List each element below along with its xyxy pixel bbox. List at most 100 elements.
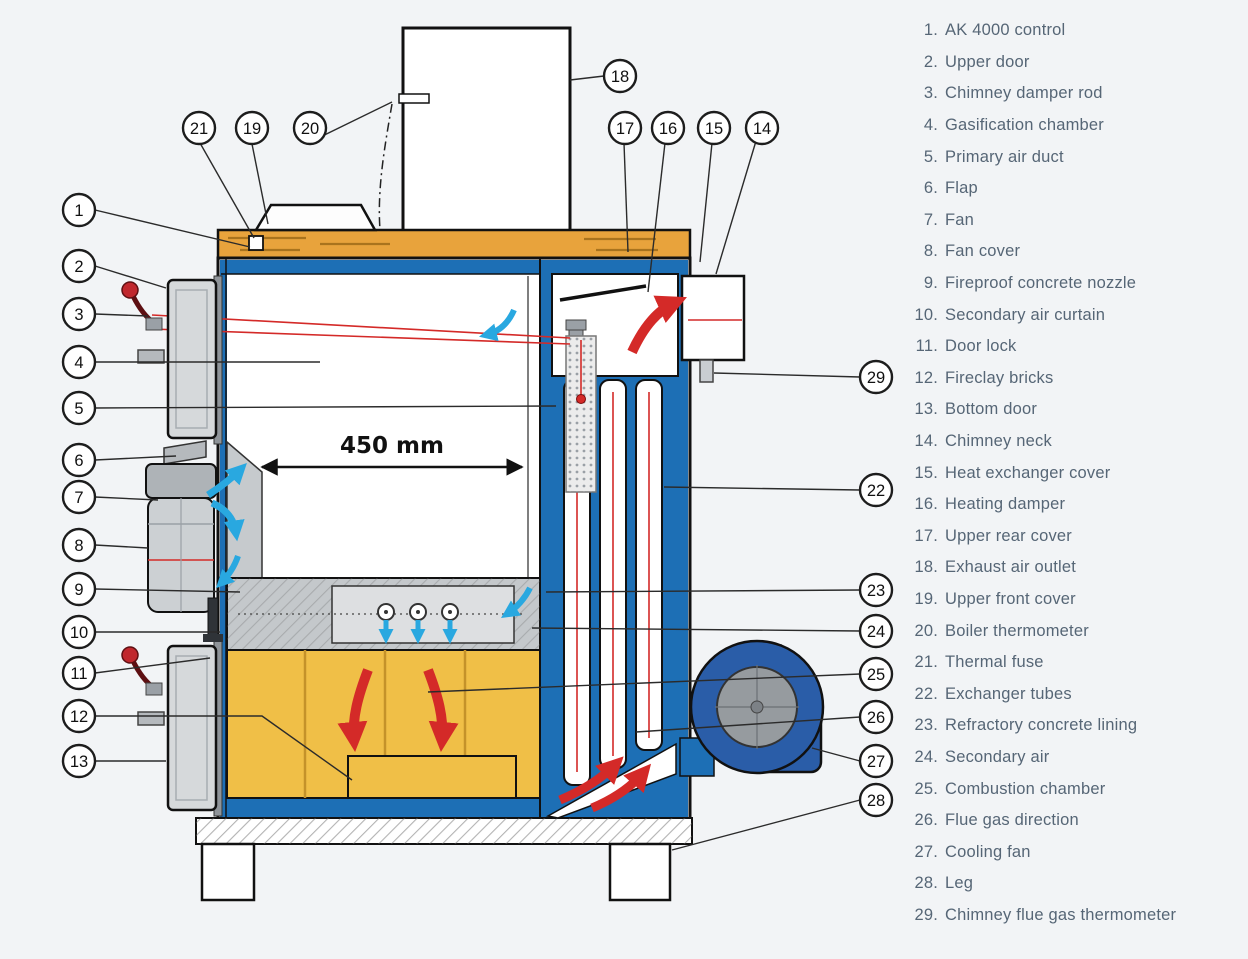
legend-item-label: Door lock <box>945 337 1017 356</box>
secondary-air-arrow-side <box>501 586 533 618</box>
base-hatch <box>196 818 692 844</box>
legend-item-label: Bottom door <box>945 400 1038 419</box>
legend-item-label: Upper door <box>945 52 1030 71</box>
upper-front-cover <box>253 203 378 232</box>
legend-item-label: Boiler thermometer <box>945 621 1089 640</box>
legend-item-number: 9. <box>923 274 938 293</box>
callout-number-14: 14 <box>753 120 771 138</box>
callout-19 <box>234 110 270 146</box>
leg-right <box>608 842 672 902</box>
leader-lines <box>94 75 861 851</box>
legend-item-23: 23.Refractory concrete lining <box>906 710 1246 742</box>
legend-item-number: 5. <box>923 147 938 166</box>
legend-item-16: 16.Heating damper <box>906 489 1246 521</box>
legend-item-27: 27.Cooling fan <box>906 836 1246 868</box>
legend-item-26: 26.Flue gas direction <box>906 805 1246 837</box>
legend-item-number: 22. <box>914 684 938 703</box>
legend-item-number: 12. <box>914 368 938 387</box>
callout-26 <box>858 699 894 735</box>
legend-item-number: 18. <box>914 558 938 577</box>
callout-number-27: 27 <box>867 753 885 771</box>
flue-gas-thermometer <box>699 359 714 383</box>
legend-item-label: Flap <box>945 179 978 198</box>
legend-item-number: 11. <box>915 337 938 356</box>
secondary-air-arrow-top <box>479 308 517 342</box>
callout-27 <box>858 743 894 779</box>
legend-item-number: 6. <box>923 179 938 198</box>
dimension-label: 450 mm <box>340 433 444 459</box>
legend-item-label: Gasification chamber <box>945 116 1104 135</box>
callout-23 <box>858 572 894 608</box>
callout-number-10: 10 <box>70 624 88 642</box>
nozzle-holes <box>377 603 459 621</box>
legend-item-22: 22.Exchanger tubes <box>906 678 1246 710</box>
callout-number-19: 19 <box>243 120 261 138</box>
callout-8 <box>61 527 97 563</box>
top-cover-slab <box>216 228 692 260</box>
wood-grain <box>228 236 658 252</box>
fan <box>145 463 217 499</box>
callout-number-7: 7 <box>74 489 83 507</box>
upper-door-pivot <box>145 317 163 331</box>
legend-item-number: 21. <box>914 653 938 672</box>
callout-17 <box>607 110 643 146</box>
callout-number-13: 13 <box>70 753 88 771</box>
air-arrow-lower <box>215 554 241 589</box>
callout-number-11: 11 <box>70 665 87 683</box>
flame-arrow-left <box>337 668 373 752</box>
legend-item-20: 20.Boiler thermometer <box>906 615 1246 647</box>
callout-number-15: 15 <box>705 120 723 138</box>
legend-item-7: 7.Fan <box>906 205 1246 237</box>
legend-list: 1.AK 4000 control 2. Upper door 3. Chimney d… <box>906 15 1246 931</box>
callout-number-16: 16 <box>659 120 677 138</box>
callout-1 <box>61 192 97 228</box>
legend-item-number: 10. <box>914 305 938 324</box>
callout-11 <box>61 655 97 691</box>
legend-item-2: 2. Upper door <box>906 47 1246 79</box>
legend-item-label: Thermal fuse <box>945 653 1044 672</box>
legend-item-label: Fan cover <box>945 242 1021 261</box>
legend-item-label: Cooling fan <box>945 842 1031 861</box>
upper-door-panel <box>175 289 208 429</box>
legend-item-1: 1.AK 4000 control <box>906 15 1246 47</box>
upper-door-bolt <box>137 349 165 364</box>
thermometer-capillary <box>378 103 393 231</box>
legend-item-19: 19.Upper front cover <box>906 584 1246 616</box>
flow-arrows <box>206 295 687 813</box>
bottom-door-panel <box>175 655 208 801</box>
legend: 1.AK 4000 control 2. Upper door 3. Chimney d… <box>906 15 1246 931</box>
callout-number-20: 20 <box>301 120 319 138</box>
callout-22 <box>858 472 894 508</box>
callout-number-25: 25 <box>867 666 885 684</box>
legend-item-number: 29. <box>914 905 938 924</box>
legend-item-10: 10. Secondary air curtain <box>906 299 1246 331</box>
legend-item-11: 11. Door lock <box>906 331 1246 363</box>
legend-item-label: Heating damper <box>945 495 1066 514</box>
callout-number-6: 6 <box>74 452 83 470</box>
legend-item-21: 21. Thermal fuse <box>906 647 1246 679</box>
legend-item-9: 9.Fireproof concrete nozzle <box>906 268 1246 300</box>
legend-item-label: Secondary air curtain <box>945 305 1106 324</box>
flue-exit-arrow <box>627 295 687 355</box>
callout-15 <box>696 110 732 146</box>
bottom-door <box>166 644 218 812</box>
legend-item-24: 24.Secondary air <box>906 742 1246 774</box>
water-jacket-left <box>220 260 227 818</box>
callout-12 <box>61 698 97 734</box>
legend-item-label: Flue gas direction <box>945 811 1079 830</box>
callout-number-28: 28 <box>867 792 885 810</box>
legend-item-number: 2. <box>923 52 938 71</box>
legend-item-label: Chimney neck <box>945 432 1052 451</box>
heating-damper-plate <box>559 284 647 302</box>
legend-item-number: 17. <box>914 526 938 545</box>
fan-axle <box>750 700 764 714</box>
legend-item-number: 23. <box>914 716 938 735</box>
water-jacket-top <box>221 260 540 274</box>
callout-number-9: 9 <box>74 581 83 599</box>
legend-item-label: Secondary air <box>945 747 1050 766</box>
thermal-fuse <box>248 235 264 251</box>
brick-step <box>347 755 517 799</box>
legend-item-number: 3. <box>923 84 938 103</box>
legend-item-label: Chimney damper rod <box>945 84 1103 103</box>
